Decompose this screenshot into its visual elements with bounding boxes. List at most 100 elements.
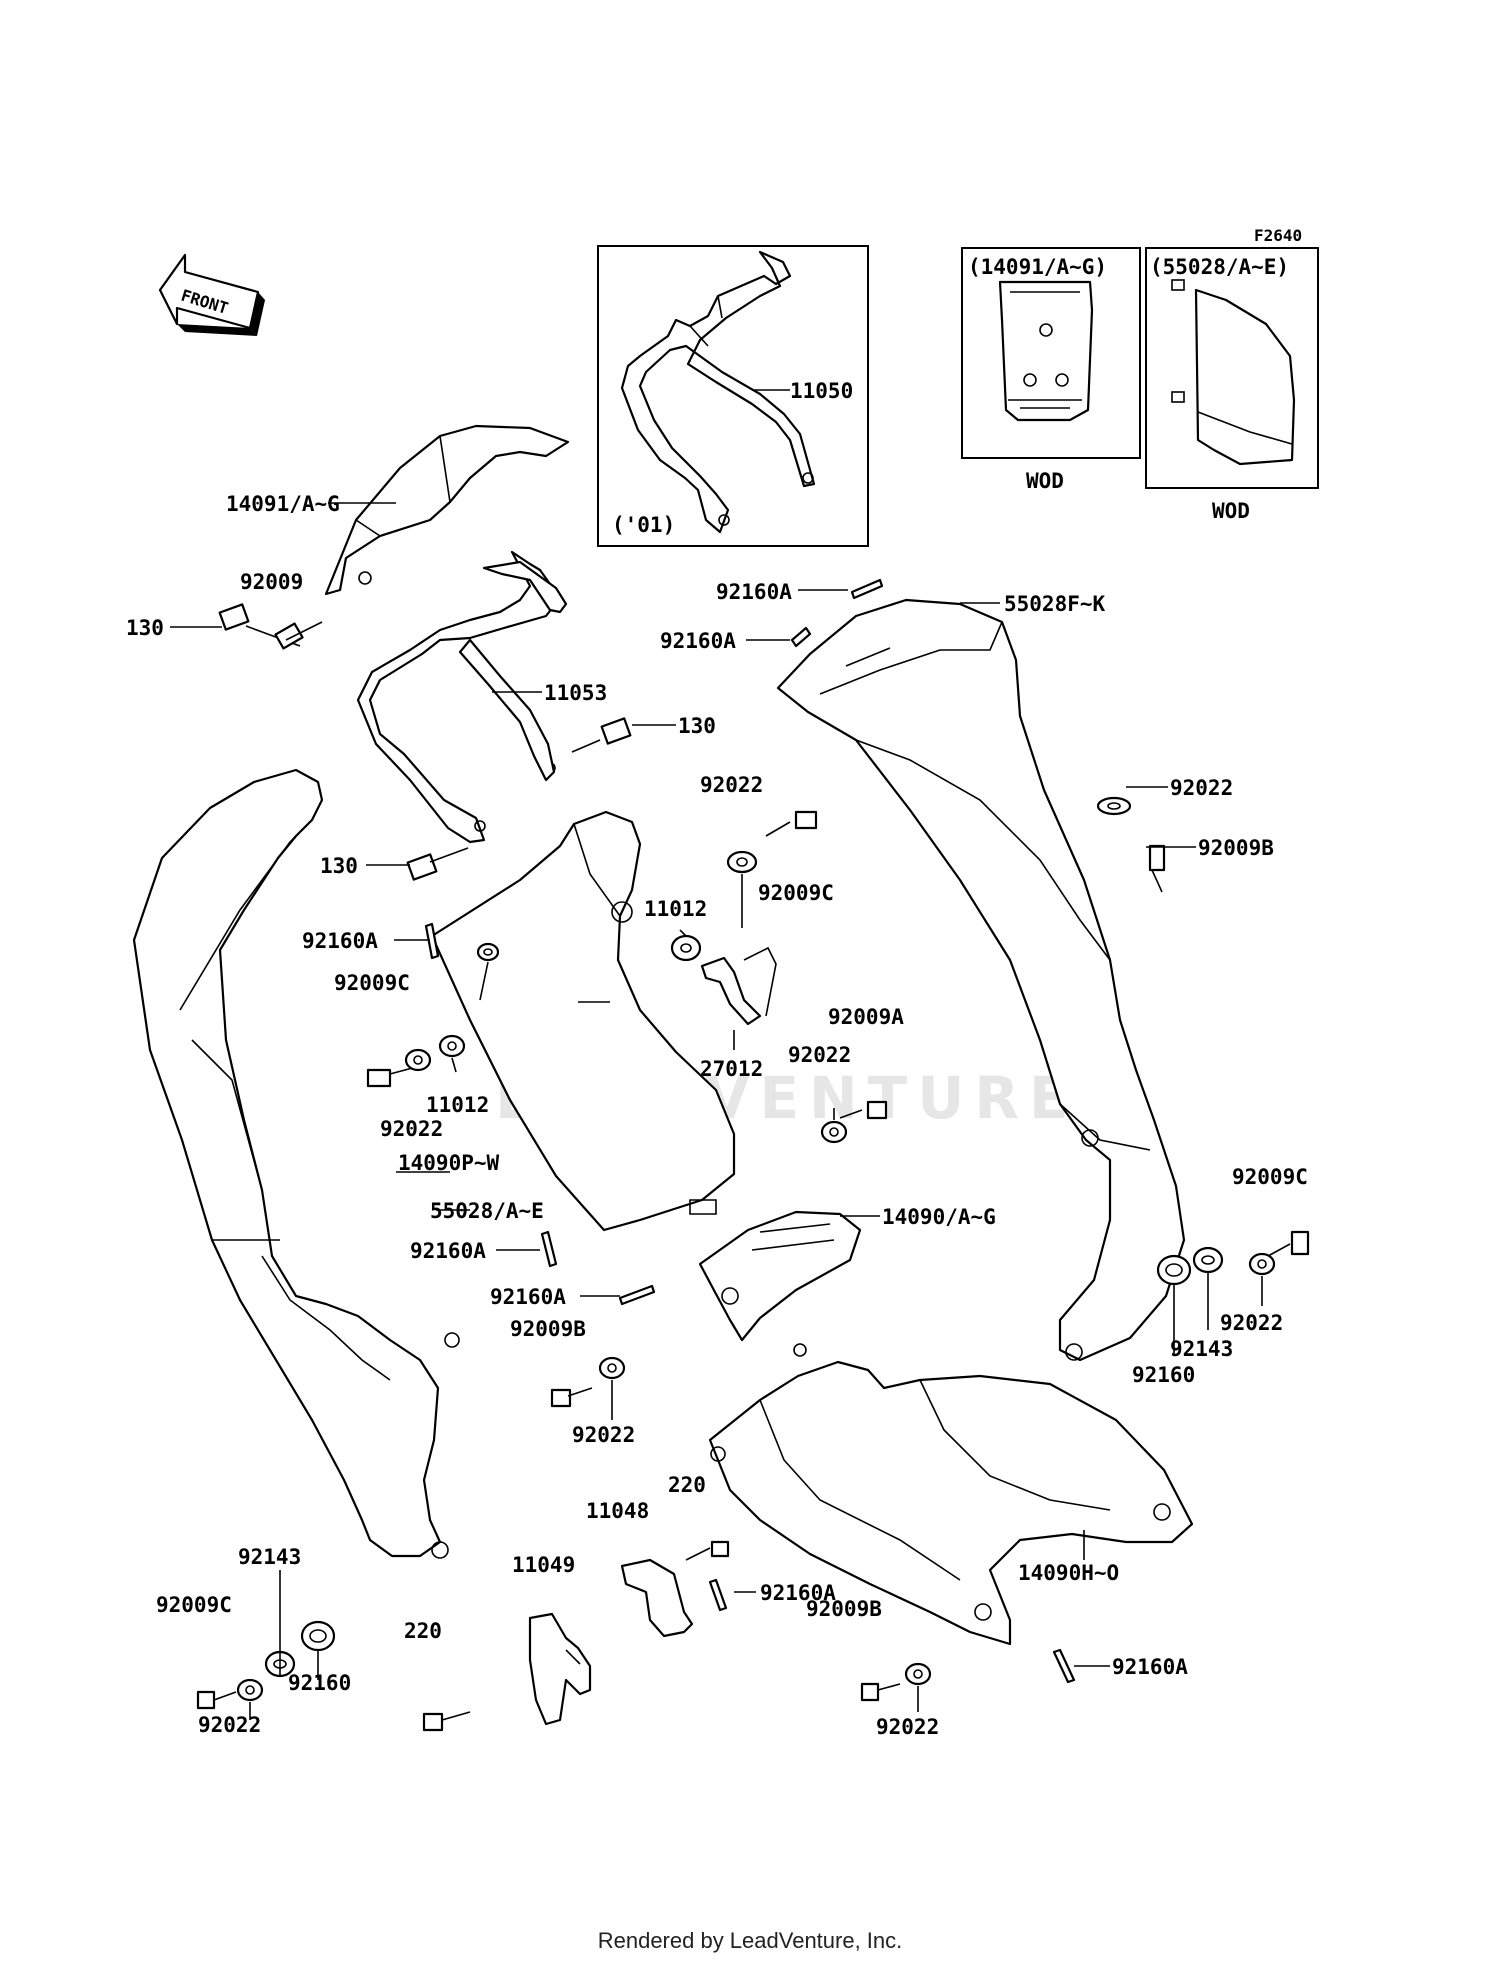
callout-92160A-g: 92160A xyxy=(1112,1655,1188,1679)
inset-year-note: ('01) xyxy=(612,513,675,537)
bolt-icon xyxy=(1267,1230,1310,1257)
washer-icon xyxy=(820,1120,848,1144)
inset-part-label: 11050 xyxy=(790,379,853,403)
washer-icon xyxy=(476,942,500,962)
bolt-icon xyxy=(550,1387,593,1408)
lower-fender-14090H xyxy=(708,1343,1194,1646)
grommet-icon xyxy=(300,1620,336,1652)
callout-92009B-c: 92009B xyxy=(806,1597,882,1621)
bolt-icon xyxy=(839,1100,888,1120)
callout-92009C-c: 92009C xyxy=(1232,1165,1308,1189)
washer-icon xyxy=(670,934,702,962)
wod-left-title: (14091/A~G) xyxy=(968,255,1107,279)
bolt-icon xyxy=(685,1540,730,1561)
left-cover-55028 xyxy=(132,768,460,1559)
bolt-icon xyxy=(422,1711,471,1732)
callout-92160-a: 92160 xyxy=(1132,1363,1195,1387)
callout-92160-b: 92160 xyxy=(288,1671,351,1695)
washer-icon xyxy=(438,1034,466,1058)
bolt-icon xyxy=(406,847,469,881)
callout-130-a: 130 xyxy=(126,616,164,640)
bolt-icon xyxy=(1148,844,1166,893)
callout-92022-e: 92022 xyxy=(572,1423,635,1447)
callout-92022-c: 92022 xyxy=(380,1117,443,1141)
callout-92022-a: 92022 xyxy=(700,773,763,797)
washer-icon xyxy=(1248,1252,1276,1276)
callout-14090P: 14090P~W xyxy=(398,1151,500,1175)
callout-92160A-d: 92160A xyxy=(410,1239,486,1263)
center-bracket-14090 xyxy=(698,1210,862,1342)
front-arrow-icon: FRONT xyxy=(158,253,265,336)
callout-130-b: 130 xyxy=(678,714,716,738)
callout-27012: 27012 xyxy=(700,1057,763,1081)
callout-labels: 14091/A~G 92009 130 11053 130 130 92160A… xyxy=(126,492,1308,1739)
callout-92009C-a: 92009C xyxy=(758,881,834,905)
wod-left-note: WOD xyxy=(1026,469,1064,493)
bolt-icon xyxy=(860,1682,901,1702)
callout-92009B-a: 92009B xyxy=(1198,836,1274,860)
washer-icon xyxy=(404,1048,432,1072)
right-cover-55028F xyxy=(776,598,1186,1362)
callout-55028A: 55028/A~E xyxy=(430,1199,544,1223)
callout-14090H: 14090H~O xyxy=(1018,1561,1119,1585)
bolt-icon xyxy=(366,1065,421,1088)
callout-92143-a: 92143 xyxy=(1170,1337,1233,1361)
callout-92009A: 92009A xyxy=(828,1005,904,1029)
callout-92143-b: 92143 xyxy=(238,1545,301,1569)
washer-icon xyxy=(598,1356,626,1380)
grommet-icon xyxy=(1156,1254,1192,1286)
pin-icon xyxy=(540,1230,558,1268)
callout-92160A-c: 92160A xyxy=(302,929,378,953)
callout-92009B-b: 92009B xyxy=(510,1317,586,1341)
callout-92022-b: 92022 xyxy=(1170,776,1233,800)
callout-220-b: 220 xyxy=(404,1619,442,1643)
center-cover-14090P xyxy=(430,810,736,1232)
washer-icon xyxy=(1192,1246,1224,1274)
callout-11012-a: 11012 xyxy=(644,897,707,921)
bracket-11049 xyxy=(528,1612,592,1726)
pin-icon xyxy=(790,626,812,648)
pin-icon xyxy=(618,1284,656,1306)
callout-92160A-f: 92160A xyxy=(760,1581,836,1605)
washer-icon xyxy=(726,850,758,874)
callout-130-c: 130 xyxy=(320,854,358,878)
bolt-icon xyxy=(274,621,323,650)
washer-icon xyxy=(904,1662,932,1686)
callout-92160A-a: 92160A xyxy=(716,580,792,604)
callout-14091: 14091/A~G xyxy=(226,492,340,516)
wod-right-note: WOD xyxy=(1212,499,1250,523)
bolt-icon xyxy=(571,717,632,753)
upper-guard-14091 xyxy=(324,424,570,596)
callout-92022-h: 92022 xyxy=(198,1713,261,1737)
figure-code: F2640 xyxy=(1254,226,1302,245)
pin-icon xyxy=(708,1578,728,1612)
callout-14090A: 14090/A~G xyxy=(882,1205,996,1229)
pin-icon xyxy=(850,578,884,600)
callout-92160A-e: 92160A xyxy=(490,1285,566,1309)
leader-lines xyxy=(170,502,1263,1720)
bracket-11053 xyxy=(356,550,568,844)
callout-55028F: 55028F~K xyxy=(1004,592,1106,616)
callout-11053: 11053 xyxy=(544,681,607,705)
hardware-icons xyxy=(196,578,1310,1732)
clip-icon xyxy=(700,946,777,1026)
bolt-icon xyxy=(196,1690,237,1710)
washer-icon xyxy=(236,1678,264,1702)
callout-92022-g: 92022 xyxy=(876,1715,939,1739)
callout-92009C-d: 92009C xyxy=(156,1593,232,1617)
callout-92022-f: 92022 xyxy=(1220,1311,1283,1335)
bolt-icon xyxy=(765,810,818,837)
callout-11012-b: 11012 xyxy=(426,1093,489,1117)
callout-220-a: 220 xyxy=(668,1473,706,1497)
callout-92160A-b: 92160A xyxy=(660,629,736,653)
wod-box-55028: (55028/A~E) WOD xyxy=(1145,247,1319,523)
footer-credit: Rendered by LeadVenture, Inc. xyxy=(597,1928,903,1953)
pin-icon xyxy=(1052,1648,1076,1684)
washer-icon xyxy=(1096,796,1132,816)
wod-box-14091: (14091/A~G) WOD xyxy=(961,247,1141,493)
pin-icon xyxy=(424,922,440,960)
bracket-11048 xyxy=(620,1558,694,1638)
callout-92009C-b: 92009C xyxy=(334,971,410,995)
